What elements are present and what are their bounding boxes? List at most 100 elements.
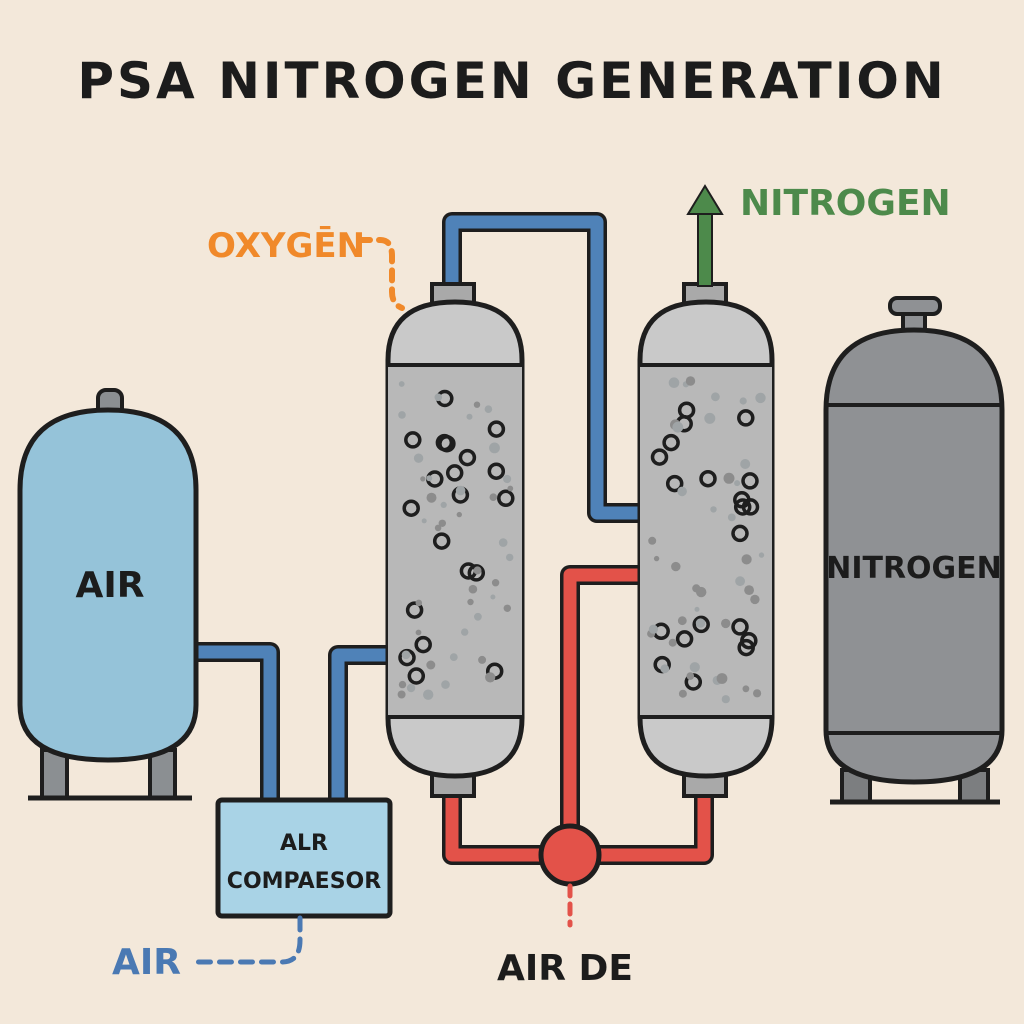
adsorbent-speck [704, 412, 716, 424]
adsorbent-speck [490, 594, 496, 600]
adsorbent-speck [506, 553, 514, 562]
adsorbent-speck [406, 683, 416, 693]
adsorbent-speck [426, 492, 437, 503]
adsorbent-pellet [414, 635, 432, 654]
adsorbent-speck [489, 442, 500, 454]
nitrogen-tank-label: NITROGEN [826, 551, 1002, 586]
adsorbent-pellet [487, 420, 506, 438]
adsorber-column-left [385, 282, 525, 798]
adsorbent-speck [420, 476, 426, 482]
adsorbent-speck [415, 629, 422, 636]
adsorbent-speck [449, 653, 458, 661]
adsorbent-speck [758, 552, 765, 558]
nitrogen-tank-valve [888, 296, 942, 316]
adsorbent-speck [734, 480, 741, 487]
adsorbent-speck [489, 493, 498, 502]
red-pipes [442, 565, 714, 865]
adsorbent-speck [755, 392, 766, 404]
adsorbent-speck [686, 672, 695, 680]
arrow-up-icon [686, 184, 724, 215]
adsorbent-pellet [438, 434, 456, 453]
adsorbent-speck [426, 475, 433, 482]
adsorbent-speck [723, 472, 735, 484]
adsorbent-speck [694, 606, 700, 612]
adsorbent-speck [668, 377, 680, 389]
adsorbent-pellet [445, 464, 464, 482]
oxygen-label: OXYGĒN [207, 226, 365, 266]
adsorbent-speck [677, 486, 687, 497]
adsorbent-speck [461, 628, 469, 636]
adsorbent-speck [398, 381, 405, 387]
blue-pipes [196, 212, 640, 800]
adsorbent-pellet [675, 630, 694, 648]
adsorbent-pellet [497, 489, 515, 508]
adsorbent-speck [468, 584, 478, 594]
adsorbent-speck [503, 604, 511, 612]
air-compressor: ALR COMPAESOR [215, 797, 393, 919]
adsorbent-pellet [662, 433, 680, 452]
adsorbent-speck [398, 411, 406, 419]
adsorbent-bed-left [397, 381, 515, 700]
air-inlet: AIR [112, 915, 303, 983]
pipe-compressor-to-column [328, 645, 388, 800]
adsorbent-pellet [737, 638, 755, 657]
air-tank: AIR [17, 388, 199, 801]
valve-icon [538, 823, 602, 887]
adsorbent-speck [753, 689, 762, 698]
adsorbent-speck [739, 397, 747, 405]
adsorbent-speck [397, 690, 406, 699]
pipe-tank-to-compressor [196, 642, 280, 800]
compressor-label-line2: COMPAESOR [227, 869, 381, 894]
adsorbent-speck [689, 662, 700, 673]
adsorbent-speck [668, 638, 677, 647]
adsorbent-speck [441, 680, 450, 689]
air-de-label: AIR DE [497, 948, 633, 989]
pipe-red-left-bottom [442, 790, 548, 865]
adsorbent-pellet [665, 474, 684, 493]
nitrogen-outlet-label: NITROGEN [740, 183, 951, 224]
adsorbent-speck [478, 655, 487, 664]
adsorbent-pellet [407, 667, 426, 685]
adsorbent-speck [455, 485, 466, 496]
adsorbent-speck [740, 459, 751, 469]
adsorbent-speck [721, 618, 731, 629]
adsorbent-pellet [405, 601, 424, 619]
adsorbent-speck [741, 554, 752, 565]
pipe-red-right-bottom [596, 790, 714, 865]
adsorbent-speck [438, 519, 446, 527]
oxygen-outlet: OXYGĒN [207, 226, 405, 311]
adsorbent-speck [484, 405, 493, 414]
adsorbent-speck [648, 624, 659, 634]
air-inlet-label: AIR [112, 942, 181, 983]
adsorbent-speck [421, 518, 427, 524]
adsorbent-speck [750, 594, 760, 605]
adsorbent-speck [503, 474, 512, 484]
adsorbent-speck [696, 586, 707, 598]
air-tank-label: AIR [76, 565, 145, 606]
nitrogen-tank: NITROGEN [823, 296, 1005, 805]
adsorbent-pellet [650, 448, 669, 466]
adsorbent-speck [413, 453, 424, 463]
adsorbent-pellet [398, 648, 416, 667]
adsorbent-speck [678, 689, 687, 698]
adsorbent-speck [710, 506, 717, 513]
adsorbent-speck [401, 650, 411, 660]
adsorbent-speck [685, 376, 696, 386]
adsorbent-pellet [467, 564, 486, 582]
adsorbent-speck [742, 685, 750, 693]
adsorbent-speck [653, 555, 660, 562]
adsorbent-speck [415, 599, 423, 607]
adsorbent-speck [473, 401, 481, 408]
adsorbent-pellet [741, 472, 759, 490]
adsorbent-pellet [432, 532, 451, 550]
adsorbent-pellet [733, 498, 752, 516]
adsorbent-speck [485, 672, 496, 683]
adsorbent-pellet [731, 618, 749, 636]
adsorbent-speck [648, 536, 657, 545]
adsorbent-pellet [404, 431, 422, 449]
adsorbent-speck [716, 673, 728, 684]
compressor-label-line1: ALR [280, 831, 328, 856]
adsorbent-speck [466, 413, 473, 420]
